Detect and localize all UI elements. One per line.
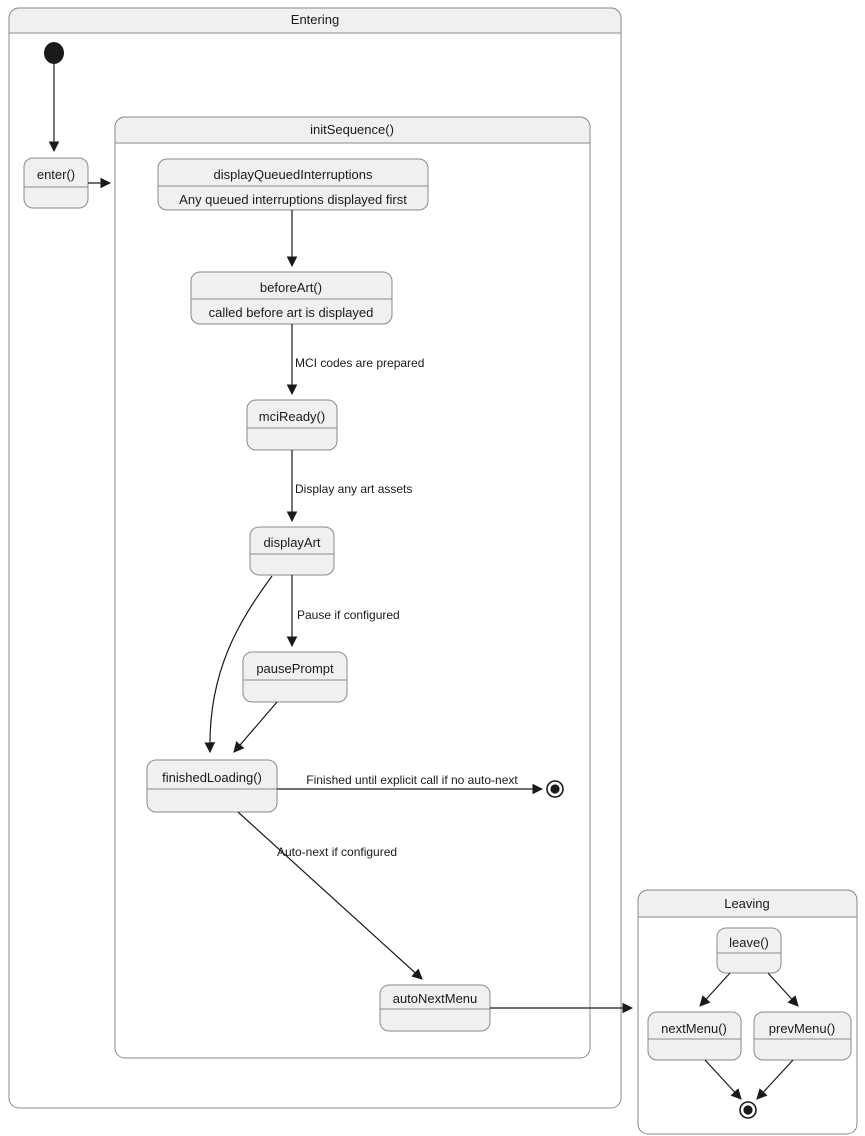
state-leave-box	[716, 927, 782, 974]
state-finished-loading[interactable]: finishedLoading()	[146, 759, 278, 813]
state-display-art[interactable]: displayArt	[249, 526, 335, 576]
state-mci-ready[interactable]: mciReady()	[246, 399, 338, 451]
edge-leave-to-prevmenu	[767, 972, 799, 1007]
state-enter[interactable]: enter()	[23, 157, 89, 209]
composite-entering-title: Entering	[291, 12, 339, 27]
edge-nextmenu-to-final	[704, 1059, 742, 1100]
state-enter-label: enter()	[37, 167, 75, 182]
state-display-queued-interruptions-desc: Any queued interruptions displayed first	[179, 192, 407, 207]
final-state-node-leaving	[739, 1101, 757, 1119]
state-before-art[interactable]: beforeArt() called before art is display…	[190, 271, 393, 325]
composite-leaving-title: Leaving	[724, 896, 770, 911]
state-prev-menu[interactable]: prevMenu()	[753, 1011, 852, 1061]
composite-init-sequence-title: initSequence()	[310, 122, 394, 137]
state-enter-box	[23, 157, 89, 209]
state-display-queued-interruptions-label: displayQueuedInterruptions	[214, 167, 373, 182]
state-leave-label: leave()	[729, 935, 769, 950]
composite-init-sequence: initSequence()	[114, 116, 591, 1059]
state-prev-menu-box	[753, 1011, 852, 1061]
state-pause-prompt-box	[242, 651, 348, 703]
final-state-inner-dot	[550, 784, 560, 794]
state-finished-loading-label: finishedLoading()	[162, 770, 262, 785]
state-next-menu[interactable]: nextMenu()	[647, 1011, 742, 1061]
state-mci-ready-box	[246, 399, 338, 451]
final-state-leaving-inner-dot	[743, 1105, 753, 1115]
edge-leave-to-nextmenu	[699, 972, 731, 1007]
state-next-menu-box	[647, 1011, 742, 1061]
edge-label-display-art-assets: Display any art assets	[295, 482, 412, 496]
state-before-art-desc: called before art is displayed	[209, 305, 374, 320]
composite-entering-header	[8, 7, 622, 34]
state-display-queued-interruptions[interactable]: displayQueuedInterruptions Any queued in…	[157, 158, 429, 211]
state-auto-next-menu[interactable]: autoNextMenu	[379, 984, 491, 1032]
edge-label-mci-codes-prepared: MCI codes are prepared	[295, 356, 424, 370]
state-before-art-label: beforeArt()	[260, 280, 322, 295]
edge-label-auto-next-if-configured: Auto-next if configured	[277, 845, 397, 859]
edge-label-pause-if-configured: Pause if configured	[297, 608, 400, 622]
state-pause-prompt-label: pausePrompt	[256, 661, 334, 676]
state-display-art-label: displayArt	[263, 535, 320, 550]
state-next-menu-label: nextMenu()	[661, 1021, 727, 1036]
state-auto-next-menu-label: autoNextMenu	[393, 991, 478, 1006]
initial-state-node	[44, 42, 64, 64]
composite-leaving-header	[637, 889, 858, 918]
edge-displayart-to-finishedloading	[204, 575, 273, 754]
state-pause-prompt[interactable]: pausePrompt	[242, 651, 348, 703]
edge-finishedloading-to-autonextmenu	[237, 811, 423, 980]
state-finished-loading-box	[146, 759, 278, 813]
edge-label-finished-until-explicit: Finished until explicit call if no auto-…	[306, 773, 518, 787]
state-leave[interactable]: leave()	[716, 927, 782, 974]
edge-prevmenu-to-final	[756, 1059, 794, 1100]
composite-init-sequence-header	[114, 116, 591, 144]
state-prev-menu-label: prevMenu()	[769, 1021, 835, 1036]
state-display-queued-interruptions-box	[157, 158, 429, 211]
edge-pauseprompt-to-finishedloading	[233, 701, 278, 753]
composite-init-sequence-body	[114, 116, 591, 1059]
composite-leaving: Leaving	[637, 889, 858, 1135]
final-state-node-init-sequence	[546, 780, 564, 798]
state-mci-ready-label: mciReady()	[259, 409, 325, 424]
